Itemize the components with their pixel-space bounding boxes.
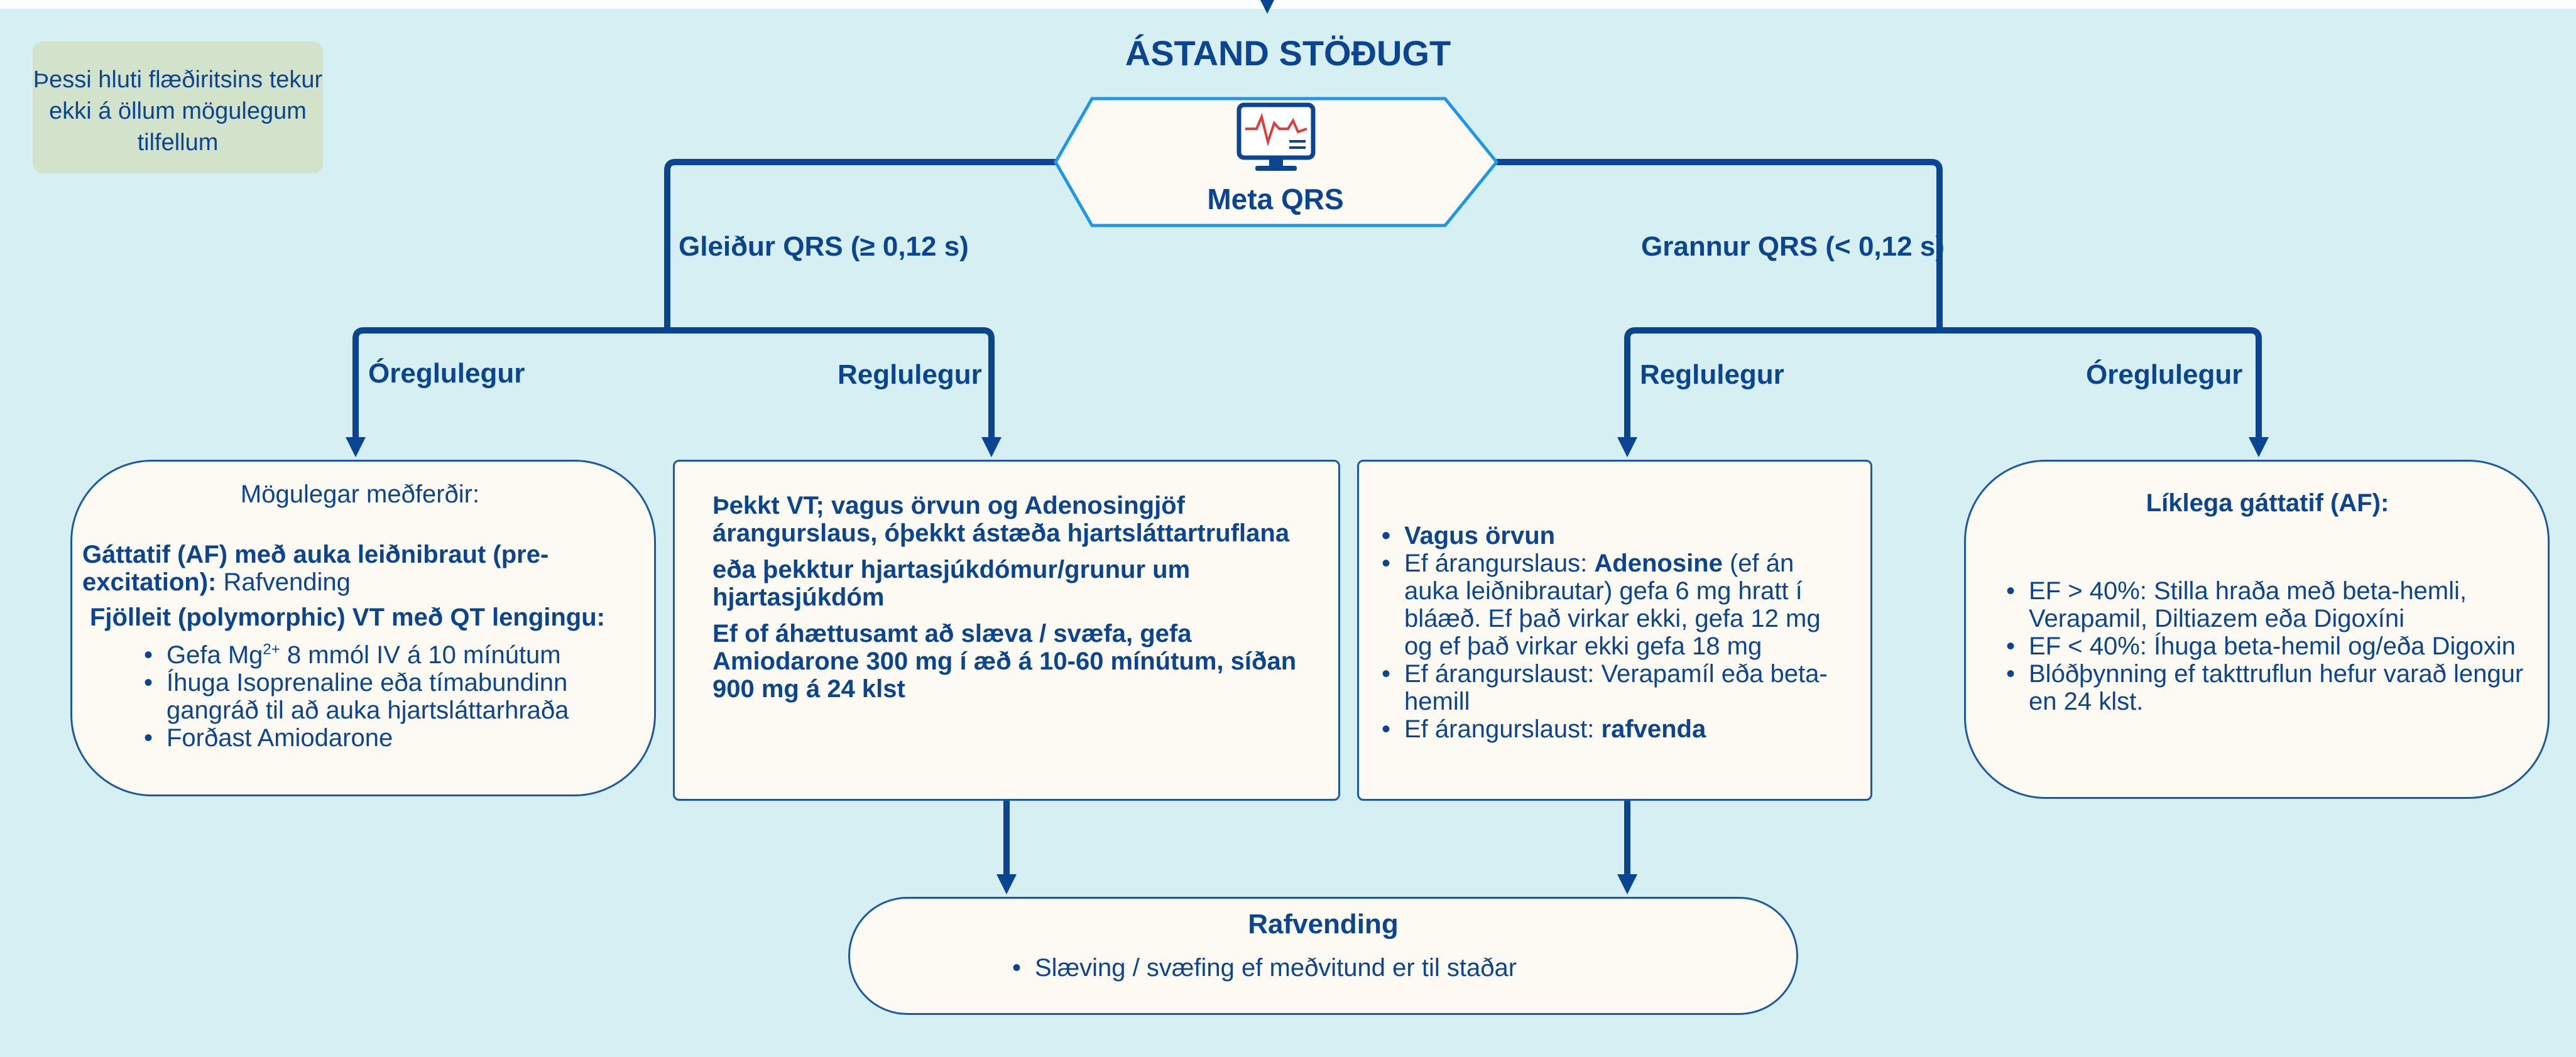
cardioversion-title: Rafvending — [1248, 909, 1399, 940]
wide-qrs-label: Gleiður QRS (≥ 0,12 s) — [679, 231, 969, 262]
list-item: Slæving / svæfing ef meðvitund er til st… — [1012, 954, 1771, 982]
af-management-list: EF > 40%: Stilla hraða með beta-hemli, V… — [2006, 577, 2529, 715]
meta-qrs-label: Meta QRS — [1207, 183, 1344, 215]
wide-regular-label: Reglulegur — [838, 359, 982, 390]
narrow-irregular-label: Óreglulegur — [2086, 359, 2243, 390]
list-item: EF < 40%: Íhuga beta-hemil og/eða Digoxi… — [2006, 632, 2529, 660]
scope-note: Þessi hluti flæðiritsins tekur ekki á öl… — [33, 41, 323, 173]
af-preexcitation-text: Gáttatif (AF) með auka leiðnibraut (pre-… — [82, 541, 549, 596]
list-item: Ef árangurslaust: rafvenda — [1382, 715, 1855, 743]
list-item: EF > 40%: Stilla hraða með beta-hemli, V… — [2006, 577, 2529, 632]
amiodarone-text: Ef of áhættusamt að slæva / svæfa, gefa … — [712, 620, 1297, 703]
list-item: Blóðþynning ef takttruflun hefur varað l… — [2006, 660, 2529, 715]
polymorphic-vt-heading: Fjölleit (polymorphic) VT með QT lenging… — [90, 604, 605, 631]
wide-irregular-box: Mögulegar meðferðir: Gáttatif (AF) með a… — [70, 460, 656, 796]
cardioversion-box: Rafvending Slæving / svæfing ef meðvitun… — [848, 897, 1798, 1015]
polymorphic-vt-list: Gefa Mg2+ 8 mmól IV á 10 mínútum Íhuga I… — [82, 641, 638, 752]
narrow-regular-list: Vagus örvun Ef árangurslaus: Adenosine (… — [1382, 522, 1855, 743]
cardioversion-list: Slæving / svæfing ef meðvitund er til st… — [875, 954, 1771, 982]
wide-irregular-label: Óreglulegur — [368, 358, 525, 389]
wide-branch-line — [664, 159, 1056, 330]
wide-split-line — [352, 327, 995, 447]
narrow-irregular-box: Líklega gáttatif (AF): EF > 40%: Stilla … — [1964, 460, 2550, 799]
list-item: Vagus örvun — [1382, 522, 1855, 550]
page-title: ÁSTAND STÖÐUGT — [1125, 33, 1451, 73]
narrow-qrs-label: Grannur QRS (< 0,12 s) — [1641, 231, 1945, 262]
narrow-split-line — [1624, 327, 2262, 447]
list-item: Gefa Mg2+ 8 mmól IV á 10 mínútum — [144, 641, 638, 669]
list-item: Íhuga Isoprenaline eða tímabundinn gangr… — [144, 669, 638, 724]
monitor-ecg-icon — [1236, 102, 1316, 171]
wide-regular-box: Þekkt VT; vagus örvun og Adenosingjöf ár… — [673, 460, 1340, 801]
treatments-heading: Mögulegar meðferðir: — [240, 480, 480, 508]
list-item: Forðast Amiodarone — [144, 724, 638, 752]
narrow-regular-label: Reglulegur — [1640, 359, 1784, 390]
list-item: Ef árangurslaus: Adenosine (ef án auka l… — [1382, 550, 1855, 660]
likely-af-heading: Líklega gáttatif (AF): — [2146, 489, 2389, 517]
heart-disease-text: eða þekktur hjartasjúkdómur/grunur um hj… — [712, 556, 1191, 611]
narrow-branch-line — [1497, 159, 1943, 330]
list-item: Ef árangurslaust: Verapamíl eða beta-hem… — [1382, 660, 1855, 715]
narrow-regular-box: Vagus örvun Ef árangurslaus: Adenosine (… — [1357, 460, 1872, 801]
known-vt-text: Þekkt VT; vagus örvun og Adenosingjöf ár… — [712, 492, 1290, 547]
